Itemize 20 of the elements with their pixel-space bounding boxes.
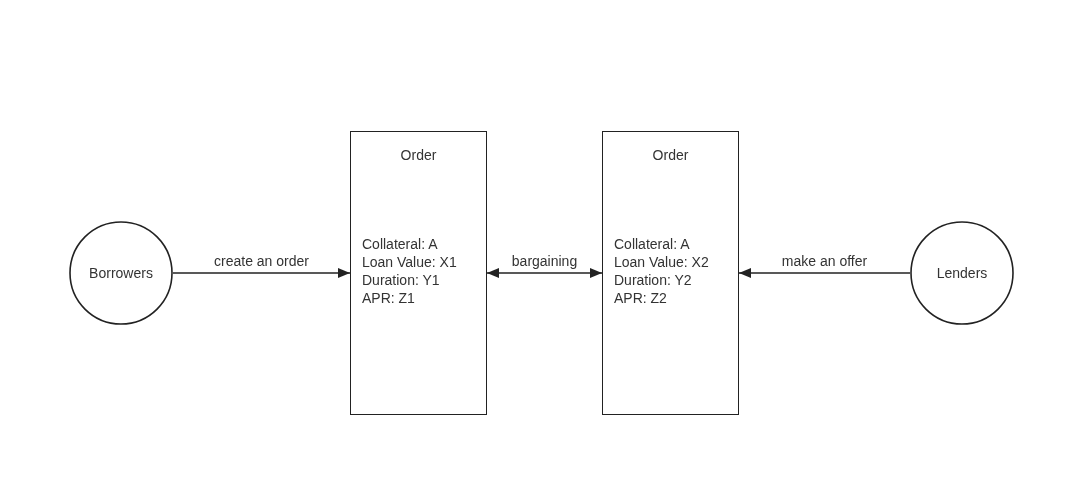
actor-circle bbox=[910, 221, 1014, 325]
field-text: APR: Z1 bbox=[362, 289, 416, 307]
order-box bbox=[602, 131, 739, 415]
field-text: Loan Value: X1 bbox=[362, 253, 458, 271]
actor-circle bbox=[69, 221, 173, 325]
field-text: Duration: Y1 bbox=[362, 271, 441, 289]
box-heading: Order bbox=[651, 147, 690, 164]
field-text: Loan Value: X2 bbox=[614, 253, 710, 271]
double-arrow bbox=[486, 268, 603, 278]
field-text: Collateral: A bbox=[614, 235, 691, 253]
edge-label: bargaining bbox=[509, 253, 580, 270]
arrow bbox=[738, 268, 911, 278]
order-box bbox=[350, 131, 487, 415]
box-heading: Order bbox=[399, 147, 438, 164]
node-title: Lenders bbox=[936, 264, 988, 282]
field-text: APR: Z2 bbox=[614, 289, 668, 307]
arrow bbox=[172, 268, 351, 278]
node-title: Borrowers bbox=[89, 264, 153, 282]
field-text: Duration: Y2 bbox=[614, 271, 693, 289]
field-text: Collateral: A bbox=[362, 235, 439, 253]
